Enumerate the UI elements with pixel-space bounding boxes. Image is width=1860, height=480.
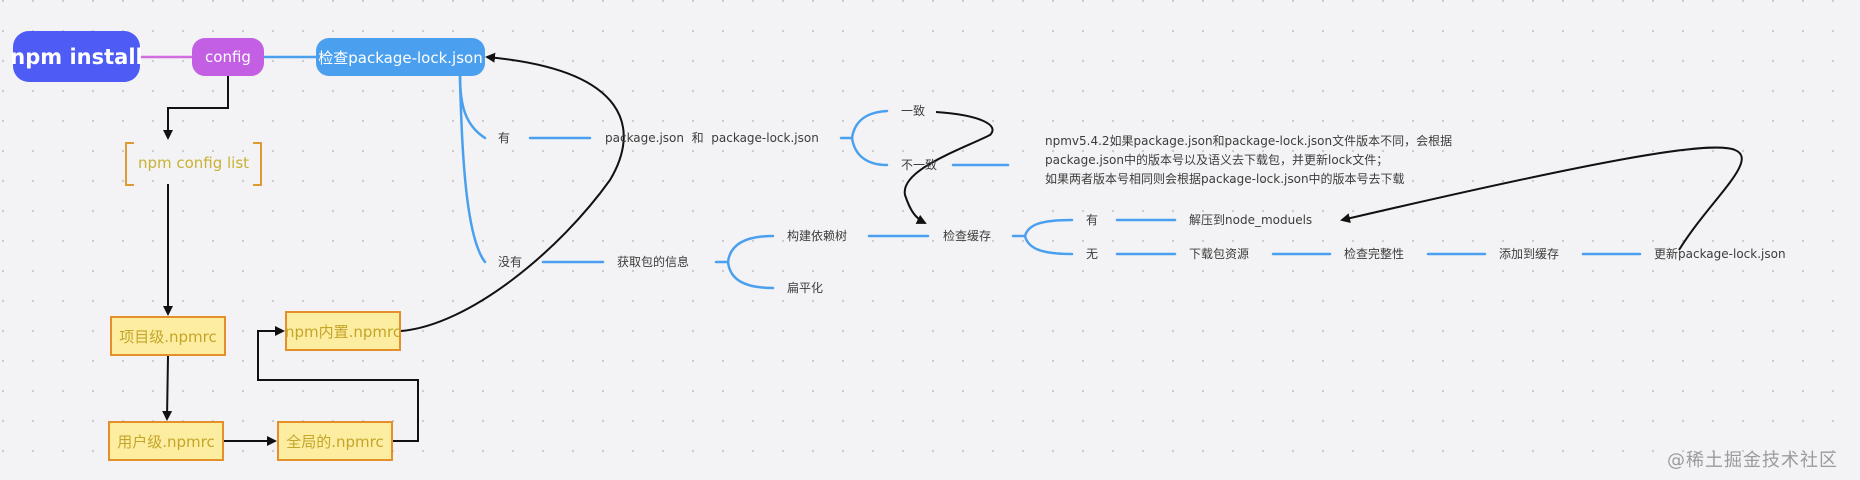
update-lock-label[interactable]: 更新package-lock.json bbox=[1654, 247, 1786, 261]
extract-label[interactable]: 解压到node_moduels bbox=[1189, 213, 1313, 227]
arrow-consistent-cache bbox=[903, 111, 994, 224]
project-npmrc-node[interactable]: 项目级.npmrc bbox=[110, 316, 226, 356]
inconsistent-label[interactable]: 不一致 bbox=[901, 158, 938, 172]
check-lock-label: 检查package-lock.json bbox=[318, 48, 483, 67]
get-info-label[interactable]: 获取包的信息 bbox=[617, 255, 690, 269]
compare-label[interactable]: package.json 和 package-lock.json bbox=[605, 131, 819, 145]
arrow-project-user bbox=[162, 355, 173, 421]
builtin-npmrc-label: npm内置.npmrc bbox=[284, 322, 402, 341]
config-list-node[interactable]: npm config list bbox=[125, 142, 262, 186]
branch-has-label[interactable]: 有 bbox=[498, 131, 511, 145]
arrow-config-list bbox=[163, 76, 229, 140]
consistent-label[interactable]: 一致 bbox=[901, 104, 926, 118]
download-label[interactable]: 下载包资源 bbox=[1189, 247, 1250, 261]
config-node[interactable]: config bbox=[192, 38, 264, 76]
root-node-npm-install[interactable]: npm install bbox=[10, 31, 143, 82]
branch-build-tree bbox=[726, 234, 775, 264]
user-npmrc-label: 用户级.npmrc bbox=[117, 432, 215, 451]
check-lock-node[interactable]: 检查package-lock.json bbox=[316, 38, 485, 76]
note-line: npmv5.4.2如果package.json和package-lock.jso… bbox=[1045, 134, 1453, 148]
config-label: config bbox=[205, 48, 251, 66]
arrow-update-extract bbox=[1340, 146, 1743, 251]
branch-cache-has bbox=[1023, 218, 1074, 238]
add-cache-label[interactable]: 添加到缓存 bbox=[1499, 247, 1560, 261]
branch-cache-none bbox=[1023, 234, 1074, 256]
version-note[interactable]: npmv5.4.2如果package.json和package-lock.jso… bbox=[1045, 132, 1452, 189]
arrow-global-builtin bbox=[257, 326, 419, 442]
cache-has-label[interactable]: 有 bbox=[1086, 213, 1099, 227]
project-npmrc-label: 项目级.npmrc bbox=[119, 327, 217, 346]
watermark: @稀土掘金技术社区 bbox=[1667, 450, 1838, 471]
arrow-builtin-check bbox=[400, 52, 625, 332]
user-npmrc-node[interactable]: 用户级.npmrc bbox=[108, 421, 224, 461]
integrity-label[interactable]: 检查完整性 bbox=[1344, 247, 1405, 261]
check-cache-label[interactable]: 检查缓存 bbox=[943, 229, 992, 243]
branch-consistent bbox=[850, 109, 889, 140]
global-npmrc-label: 全局的.npmrc bbox=[286, 432, 384, 451]
branch-has bbox=[458, 74, 487, 140]
branch-flatten bbox=[726, 260, 775, 290]
builtin-npmrc-node[interactable]: npm内置.npmrc bbox=[285, 311, 401, 351]
cache-none-label[interactable]: 无 bbox=[1086, 247, 1099, 261]
branch-inconsistent bbox=[850, 136, 889, 167]
root-label: npm install bbox=[10, 44, 143, 69]
build-tree-label[interactable]: 构建依赖树 bbox=[787, 229, 848, 243]
global-npmrc-node[interactable]: 全局的.npmrc bbox=[277, 421, 393, 461]
branch-none-label[interactable]: 没有 bbox=[498, 255, 523, 269]
flatten-label[interactable]: 扁平化 bbox=[787, 281, 824, 295]
config-list-label: npm config list bbox=[137, 154, 250, 172]
note-line: package.json中的版本号以及语义去下载包，并更新lock文件； bbox=[1045, 153, 1389, 167]
note-line: 如果两者版本号相同则会根据package-lock.json中的版本号去下载 bbox=[1045, 172, 1405, 186]
branch-none bbox=[458, 74, 487, 264]
